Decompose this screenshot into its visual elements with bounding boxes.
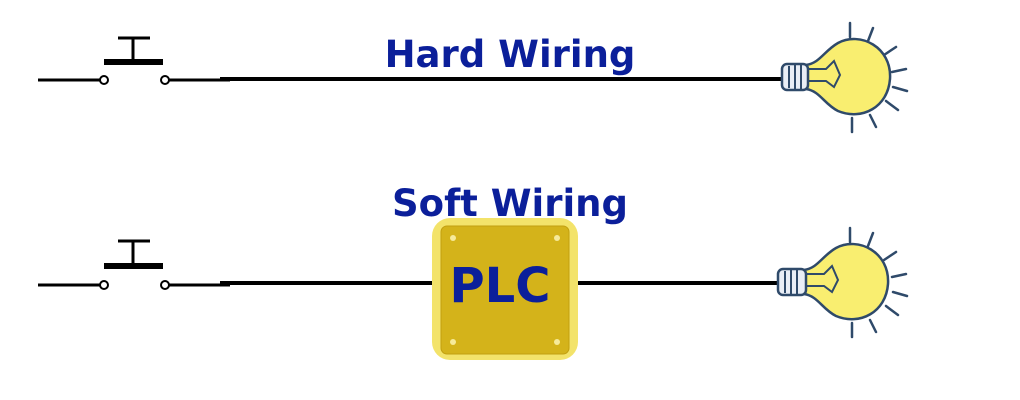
hard-wiring-label: Hard Wiring	[385, 33, 636, 76]
soft-wiring-row: Soft Wiring PLC	[38, 182, 909, 360]
light-bulb-icon	[780, 21, 909, 134]
push-button-switch-icon	[38, 36, 230, 85]
plc-screw	[554, 339, 560, 345]
plc-block: PLC	[432, 218, 578, 360]
soft-wiring-label: Soft Wiring	[392, 182, 628, 225]
push-button-switch-icon	[38, 239, 230, 290]
hard-wiring-row: Hard Wiring	[38, 21, 909, 134]
plc-screw	[450, 339, 456, 345]
plc-label: PLC	[450, 258, 551, 314]
plc-screw	[450, 235, 456, 241]
light-bulb-icon	[776, 226, 909, 339]
plc-screw	[554, 235, 560, 241]
